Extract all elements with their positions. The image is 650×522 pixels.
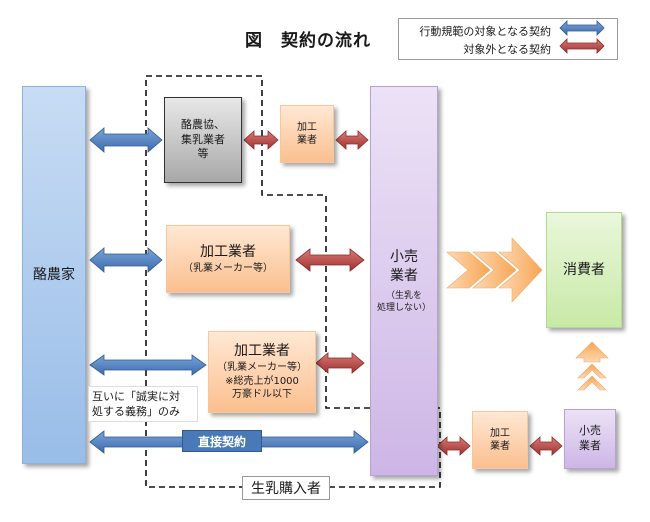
processor-a-line2: 業者 [297,135,317,146]
arrow-farmer-processor-mid [89,247,163,273]
retailer-small-line1: 小売 [579,424,601,438]
node-retailer: 小売 業者 （生乳を 処理しない） [370,86,438,476]
arrow-processor-mid-retailer [295,248,365,272]
legend-in-scope-label: 行動規範の対象となる契約 [419,25,551,38]
raw-milk-buyer-label: 生乳購入者 [242,476,330,500]
processor-low-title: 加工業者 [234,343,290,360]
processor-low-note2: 万豪ドル以下 [232,389,292,401]
processor-mid-title: 加工業者 [200,243,256,260]
retailer-line1: 小売 [390,248,418,265]
legend-blue-arrow [559,20,605,36]
duty-of-good-faith-note: 互いに「誠実に対 処する義務」のみ [88,386,198,422]
node-processor-small-a: 加工 業者 [280,105,334,163]
processor-a-line1: 加工 [297,121,317,133]
processor-b-line2: 業者 [490,441,510,452]
dairy-farmer-label: 酪農家 [33,266,75,283]
arrow-coop-processor-a [243,130,279,150]
node-consumer: 消費者 [546,212,622,328]
coop-label-line3: 等 [197,147,209,161]
node-processor-small-b: 加工 業者 [472,411,528,469]
chevron-flow-to-consumer [446,237,543,303]
direct-contract-label: 直接契約 [182,430,262,452]
processor-mid-subtitle: （乳業メーカー等） [183,262,273,274]
arrow-processor-a-retailer [335,130,369,150]
coop-label-line2: 集乳業者 [181,132,225,146]
processor-low-note1: ※総売上が1000 [225,375,299,387]
retailer-line2: 業者 [390,267,418,284]
arrow-farmer-processor-low [89,354,207,376]
processor-low-subtitle: （乳業メーカー等） [217,362,307,374]
legend-red-arrow [559,38,605,54]
retailer-small-line2: 業者 [579,439,601,452]
coop-label-line1: 酪農協、 [181,117,225,131]
node-coop-collector: 酪農協、 集乳業者 等 [164,97,242,183]
legend-out-scope-label: 対象外となる契約 [463,43,551,56]
note-line1: 互いに「誠実に対 [92,390,180,403]
arrow-processor-b-retailer-small [529,436,563,456]
note-line2: 処する義務」のみ [92,405,180,419]
retailer-sub2: 処理しない） [376,302,431,313]
node-retailer-small: 小売 業者 [564,409,616,469]
node-processor-mid: 加工業者 （乳業メーカー等） [166,225,290,293]
diagram-title: 図 契約の流れ [245,31,371,51]
node-processor-low: 加工業者 （乳業メーカー等） ※総売上が1000 万豪ドル以下 [208,331,316,413]
node-dairy-farmer: 酪農家 [22,86,86,464]
retailer-sub1: （生乳を [385,290,422,301]
processor-b-line1: 加工 [490,427,510,439]
chevron-up-to-consumer [575,341,609,391]
arrow-retailer-processor-b [436,436,471,456]
arrow-processor-low-retailer [315,352,365,374]
consumer-label: 消費者 [563,261,605,278]
arrow-farmer-coop [89,127,163,153]
